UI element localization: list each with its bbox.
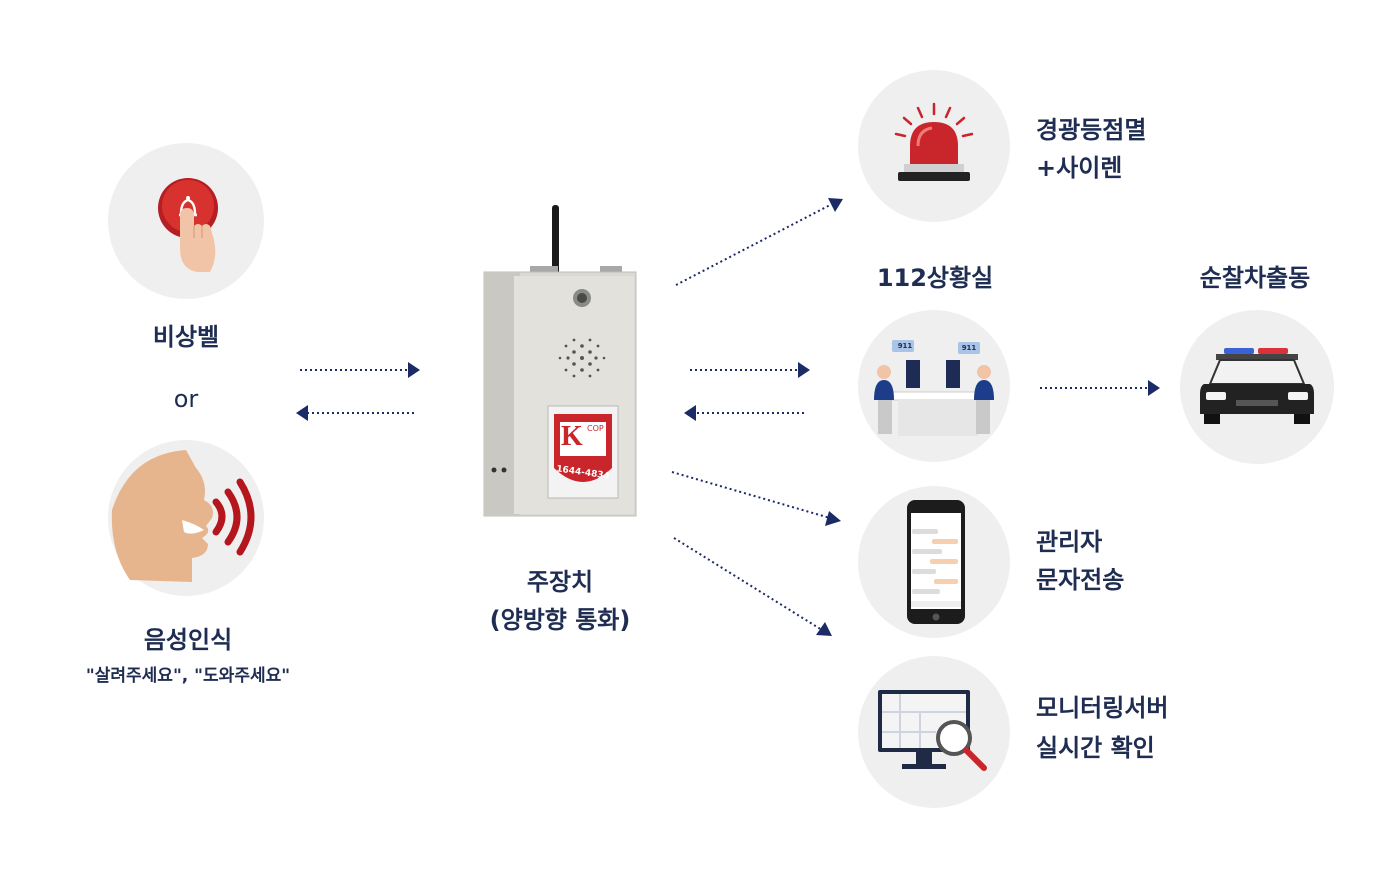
bell-label: 비상벨 xyxy=(152,323,220,351)
dispatch-center-icon xyxy=(874,340,994,436)
arrowhead xyxy=(684,405,696,421)
voice-face-icon xyxy=(111,450,255,582)
police-car-icon xyxy=(1200,348,1314,424)
siren-label-line2: +사이렌 xyxy=(1036,154,1123,182)
patrol-label: 순찰차출동 xyxy=(1199,264,1311,292)
main-device-icon xyxy=(483,205,637,517)
sms-label-line1: 관리자 xyxy=(1036,528,1103,556)
device-logo-small: COP xyxy=(587,424,604,433)
arrowhead xyxy=(798,362,810,378)
arrow-device-to-monitor xyxy=(673,537,823,631)
center-badge-left: 911 xyxy=(897,342,913,350)
arrowhead xyxy=(408,362,420,378)
device-logo-name: K캅경비구역 xyxy=(560,456,597,464)
device-label-line2: (양방향 통화) xyxy=(489,606,631,634)
arrowhead xyxy=(1148,380,1160,396)
device-logo-letter: K xyxy=(561,421,583,452)
emergency-bell-icon xyxy=(158,178,218,272)
arrowhead xyxy=(828,198,843,212)
smartphone-icon xyxy=(907,500,965,624)
device-label-line1: 주장치 xyxy=(526,568,594,596)
sms-label-line2: 문자전송 xyxy=(1036,566,1125,594)
arrow-device-to-sms xyxy=(671,471,831,519)
monitor-label-line1: 모니터링서버 xyxy=(1036,694,1169,722)
arrowhead xyxy=(825,511,841,526)
monitor-search-icon xyxy=(878,690,987,771)
voice-phrases: "살려주세요", "도와주세요" xyxy=(85,666,291,686)
arrowhead xyxy=(296,405,308,421)
arrow-device-to-siren xyxy=(675,203,833,286)
siren-light-icon xyxy=(894,102,974,181)
center-label: 112상황실 xyxy=(876,264,994,292)
or-label: or xyxy=(173,385,199,413)
arrowhead xyxy=(816,622,832,636)
voice-label: 음성인식 xyxy=(143,626,233,654)
center-badge-right: 911 xyxy=(961,344,977,352)
siren-label-line1: 경광등점멸 xyxy=(1036,116,1147,144)
monitor-label-line2: 실시간 확인 xyxy=(1036,734,1155,762)
